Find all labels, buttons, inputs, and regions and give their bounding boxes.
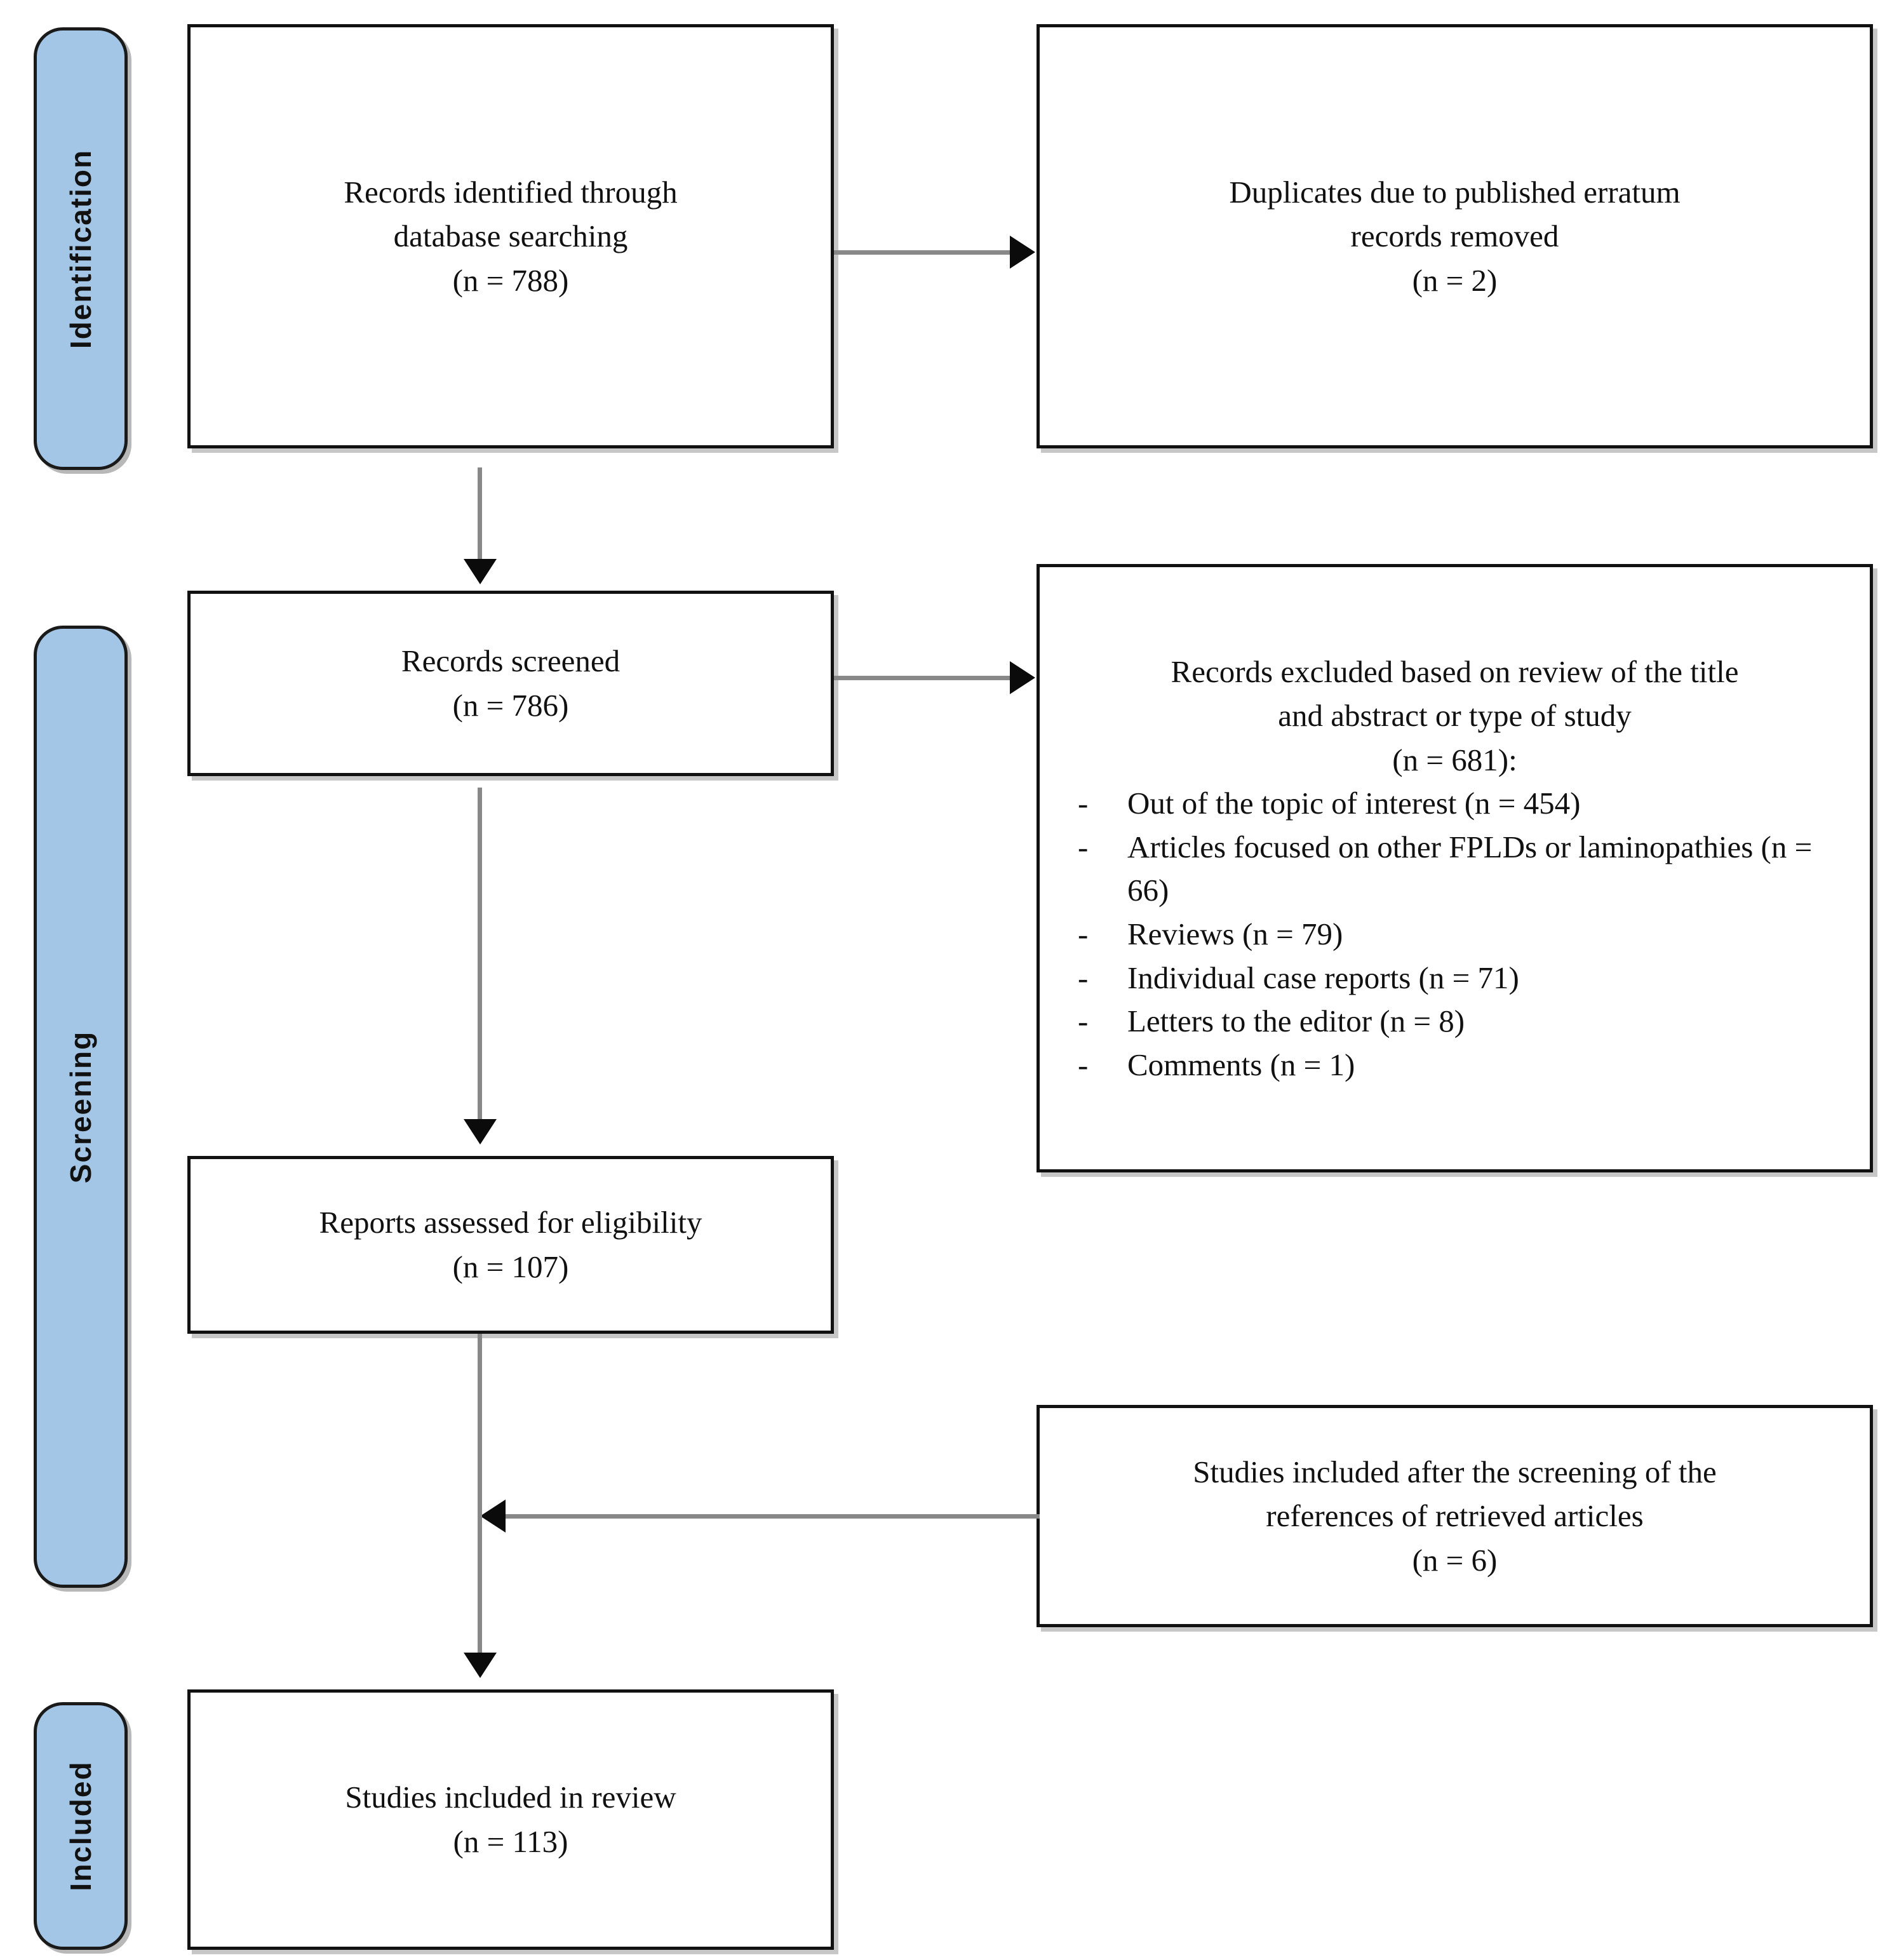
box-reports-assessed-text: Reports assessed for eligibility (n = 10… (191, 1200, 831, 1289)
records-identified-line-1: Records identified through (344, 174, 678, 210)
stage-band-identification-label: Identification (64, 149, 97, 349)
studies-included-line-2: (n = 113) (453, 1824, 568, 1859)
studies-from-references-line-3: (n = 6) (1412, 1542, 1498, 1578)
box-studies-included-in-review-text: Studies included in review (n = 113) (191, 1775, 831, 1863)
list-item-label: Reviews (n = 79) (1127, 916, 1343, 952)
list-item-label: Letters to the editor (n = 8) (1127, 1003, 1465, 1039)
box-records-screened: Records screened (n = 786) (187, 591, 834, 776)
box-studies-from-references: Studies included after the screening of … (1037, 1405, 1873, 1627)
connector-identified-to-screened-arrowhead (464, 559, 497, 584)
connector-assessed-to-included-line (478, 1334, 482, 1664)
studies-from-references-line-2: references of retrieved articles (1266, 1498, 1644, 1534)
list-item: - Letters to the editor (n = 8) (1061, 1000, 1848, 1044)
records-screened-line-2: (n = 786) (452, 688, 569, 723)
duplicates-removed-line-3: (n = 2) (1412, 262, 1498, 298)
box-records-identified: Records identified through database sear… (187, 24, 834, 448)
list-bullet-marker: - (1078, 916, 1089, 952)
list-item: - Out of the topic of interest (n = 454) (1061, 782, 1848, 826)
connector-screened-to-assessed-line (478, 788, 482, 1127)
records-excluded-heading-2: and abstract or type of study (1278, 698, 1632, 734)
list-bullet-marker: - (1078, 786, 1089, 821)
box-records-excluded-text: Records excluded based on review of the … (1040, 650, 1870, 1087)
list-bullet-marker: - (1078, 960, 1089, 995)
box-duplicates-removed: Duplicates due to published erratum reco… (1037, 24, 1873, 448)
connector-references-to-assessed-line (505, 1514, 1040, 1519)
duplicates-removed-line-1: Duplicates due to published erratum (1229, 174, 1681, 210)
stage-band-identification: Identification (34, 27, 128, 470)
records-identified-line-3: (n = 788) (452, 262, 569, 298)
list-item: - Individual case reports (n = 71) (1061, 957, 1848, 1000)
connector-identified-to-duplicates-arrowhead (1010, 236, 1035, 269)
list-item-label: Individual case reports (n = 71) (1127, 960, 1519, 995)
connector-screened-to-assessed-arrowhead (464, 1119, 497, 1144)
duplicates-removed-line-2: records removed (1350, 218, 1559, 254)
box-records-identified-text: Records identified through database sear… (191, 170, 831, 303)
box-studies-included-in-review: Studies included in review (n = 113) (187, 1689, 834, 1950)
list-item-label: Articles focused on other FPLDs or lamin… (1127, 829, 1813, 908)
box-studies-from-references-text: Studies included after the screening of … (1040, 1450, 1870, 1583)
reports-assessed-line-1: Reports assessed for eligibility (319, 1205, 702, 1240)
connector-references-to-assessed-arrowhead (480, 1500, 506, 1533)
stage-band-included-label: Included (64, 1761, 97, 1891)
list-item-label: Comments (n = 1) (1127, 1047, 1355, 1082)
reports-assessed-line-2: (n = 107) (452, 1249, 569, 1284)
list-bullet-marker: - (1078, 1003, 1089, 1039)
list-bullet-marker: - (1078, 829, 1089, 864)
records-identified-line-2: database searching (393, 218, 628, 254)
stage-band-screening-label: Screening (64, 1030, 97, 1183)
list-bullet-marker: - (1078, 1047, 1089, 1082)
records-excluded-heading-1: Records excluded based on review of the … (1171, 654, 1739, 689)
list-item: - Reviews (n = 79) (1061, 913, 1848, 957)
records-excluded-heading-3: (n = 681): (1392, 742, 1517, 777)
list-item-label: Out of the topic of interest (n = 454) (1127, 786, 1581, 821)
stage-band-included: Included (34, 1702, 128, 1950)
box-reports-assessed: Reports assessed for eligibility (n = 10… (187, 1156, 834, 1334)
connector-assessed-to-included-arrowhead (464, 1653, 497, 1678)
studies-from-references-line-1: Studies included after the screening of … (1193, 1454, 1717, 1489)
box-records-excluded: Records excluded based on review of the … (1037, 564, 1873, 1172)
connector-screened-to-excluded-line (834, 676, 1012, 680)
box-duplicates-removed-text: Duplicates due to published erratum reco… (1040, 170, 1870, 303)
list-item: - Articles focused on other FPLDs or lam… (1061, 826, 1848, 913)
records-screened-line-1: Records screened (401, 643, 621, 679)
stage-band-screening: Screening (34, 626, 128, 1588)
connector-identified-to-screened-line (478, 467, 482, 569)
studies-included-line-1: Studies included in review (345, 1780, 676, 1815)
box-records-screened-text: Records screened (n = 786) (191, 639, 831, 727)
connector-identified-to-duplicates-line (834, 250, 1012, 255)
list-item: - Comments (n = 1) (1061, 1044, 1848, 1087)
connector-screened-to-excluded-arrowhead (1010, 661, 1035, 694)
records-excluded-reason-list: - Out of the topic of interest (n = 454)… (1061, 782, 1848, 1087)
